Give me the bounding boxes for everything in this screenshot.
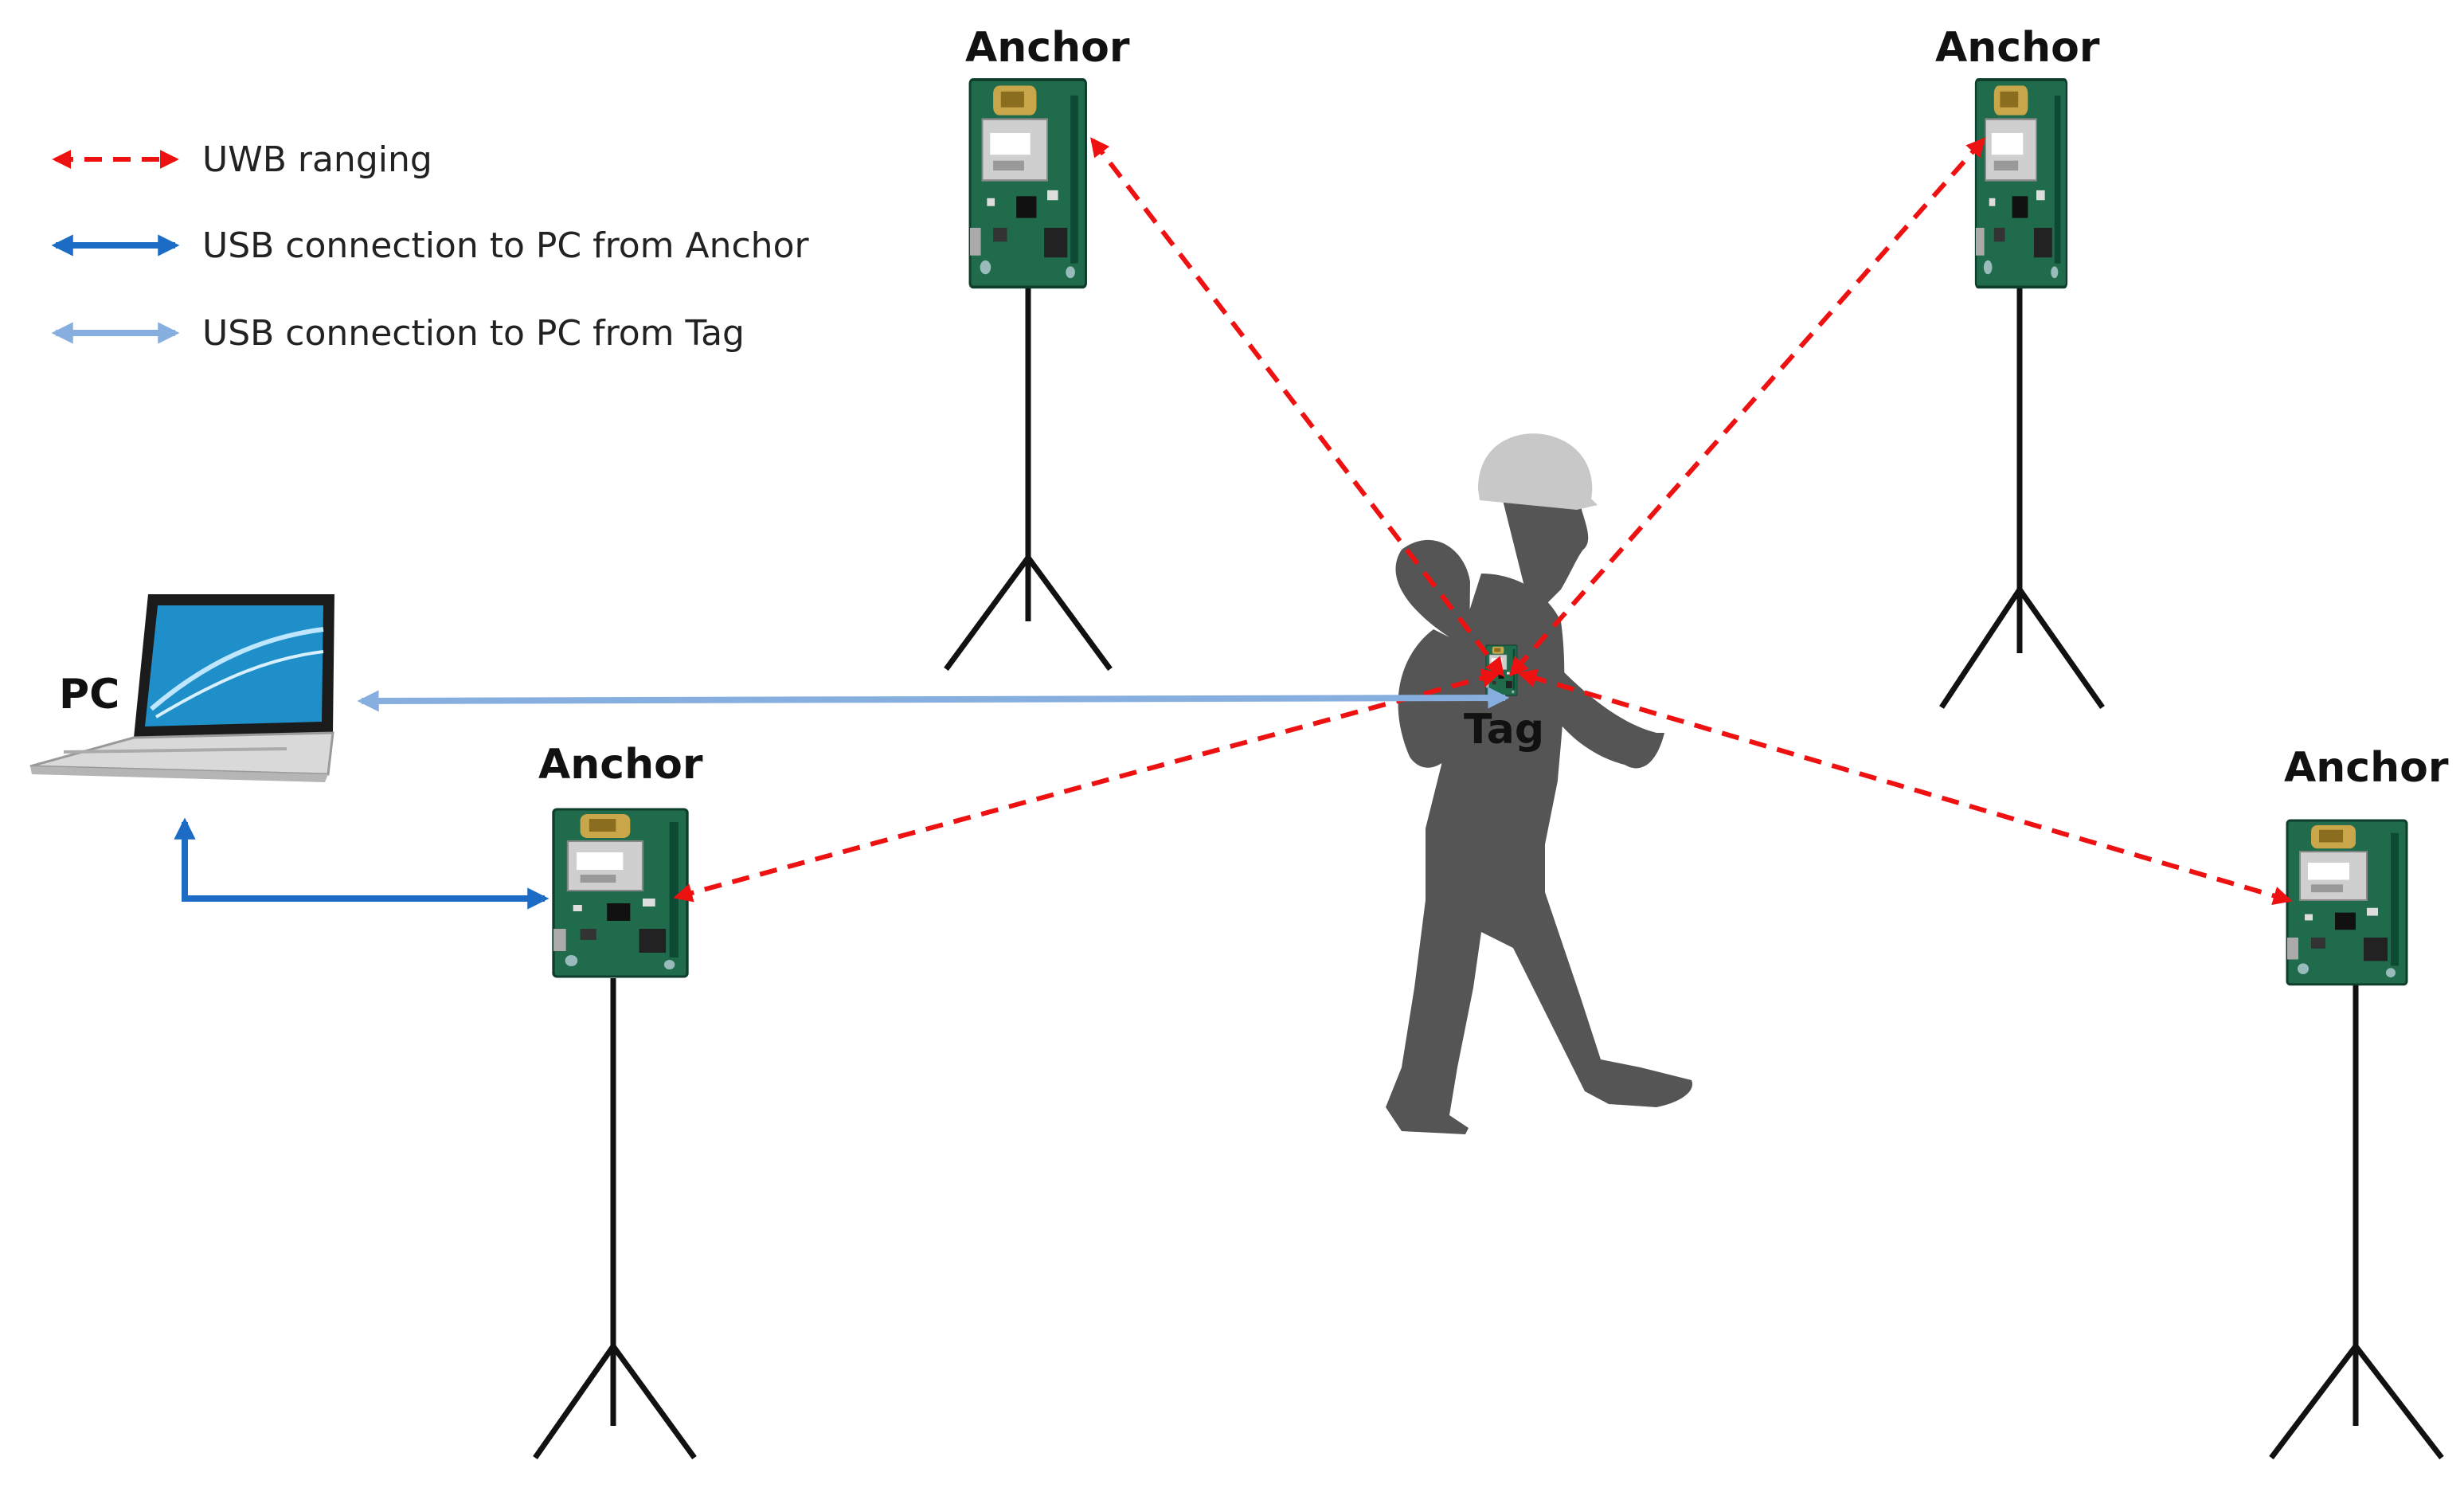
tripod-icon: [2269, 978, 2444, 1460]
legend-usb-tag: USB connection to PC from Tag: [48, 309, 745, 357]
hard-hat-icon: [1478, 433, 1598, 510]
legend-swatches: [51, 150, 180, 344]
legend-uwb-marker: [48, 143, 183, 175]
anchor-board-icon: [1974, 78, 2068, 289]
usb-link-pc-tag: [357, 687, 1510, 712]
tag-label: Tag: [1464, 706, 1545, 754]
legend-usb-tag-marker: [48, 317, 183, 349]
anchor-label-bottom-left: Anchor: [538, 741, 703, 789]
laptop-icon: [29, 594, 334, 782]
anchor-label-bottom-right: Anchor: [2284, 744, 2449, 792]
anchor-label-top-left: Anchor: [965, 24, 1130, 72]
legend-uwb-label: UWB ranging: [202, 139, 432, 180]
pc-label: PC: [59, 671, 120, 719]
legend-uwb: UWB ranging: [48, 135, 432, 183]
legend-usb-anchor-marker: [48, 229, 183, 261]
anchor-label-top-right: Anchor: [1935, 24, 2100, 72]
uwb-ranging-links: [673, 137, 2293, 906]
anchor-board-icon: [552, 808, 689, 978]
legend-usb-anchor-label: USB connection to PC from Anchor: [202, 225, 809, 266]
anchor-board-icon: [2286, 819, 2408, 986]
legend-usb-anchor: USB connection to PC from Anchor: [48, 221, 809, 269]
tripod-icon: [533, 978, 697, 1460]
usb-link-pc-anchor: [174, 817, 550, 910]
legend-usb-tag-label: USB connection to PC from Tag: [202, 312, 745, 354]
person-silhouette-icon: [1386, 463, 1693, 1134]
anchor-board-icon: [968, 78, 1088, 289]
